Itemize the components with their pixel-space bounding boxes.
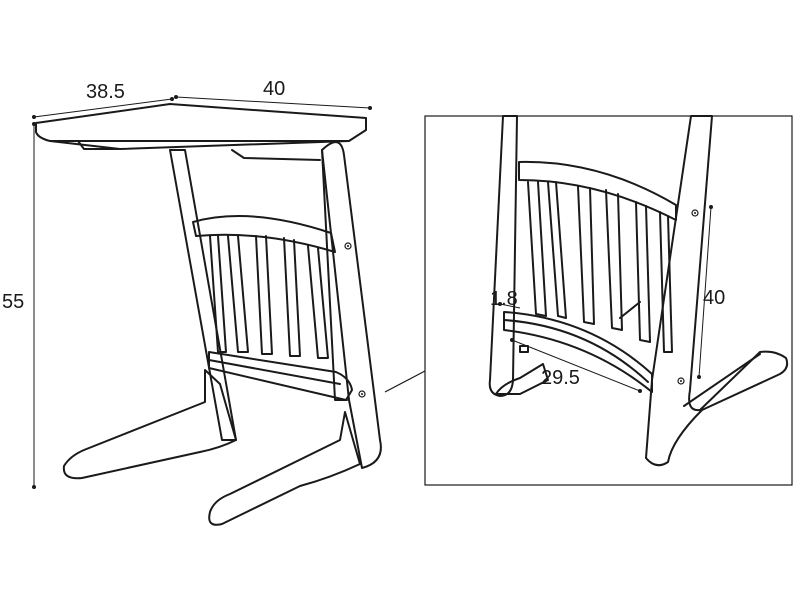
detail-leader-line xyxy=(384,370,426,393)
dimension-height: 55 xyxy=(2,122,36,489)
detail-view xyxy=(424,115,793,486)
rack-length-label: 29.5 xyxy=(541,367,580,389)
dimension-depth: 38.5 xyxy=(32,81,174,119)
slat-thickness-label: 1.8 xyxy=(490,288,518,310)
dimension-rack-height: 40 xyxy=(697,205,725,379)
depth-label: 38.5 xyxy=(86,81,125,103)
detail-frame xyxy=(424,115,793,486)
side-table-illustration xyxy=(35,103,382,526)
screw-icon xyxy=(691,209,699,217)
rack-height-label: 40 xyxy=(703,287,725,309)
dimension-slat-thickness: 1.8 xyxy=(490,288,521,310)
dimension-rack-length: 29.5 xyxy=(510,338,642,393)
dimension-width: 40 xyxy=(174,78,372,110)
screw-icon xyxy=(344,242,352,250)
screw-icon xyxy=(358,390,366,398)
height-label: 55 xyxy=(2,291,24,313)
screw-icon xyxy=(677,377,685,385)
width-label: 40 xyxy=(263,78,285,100)
